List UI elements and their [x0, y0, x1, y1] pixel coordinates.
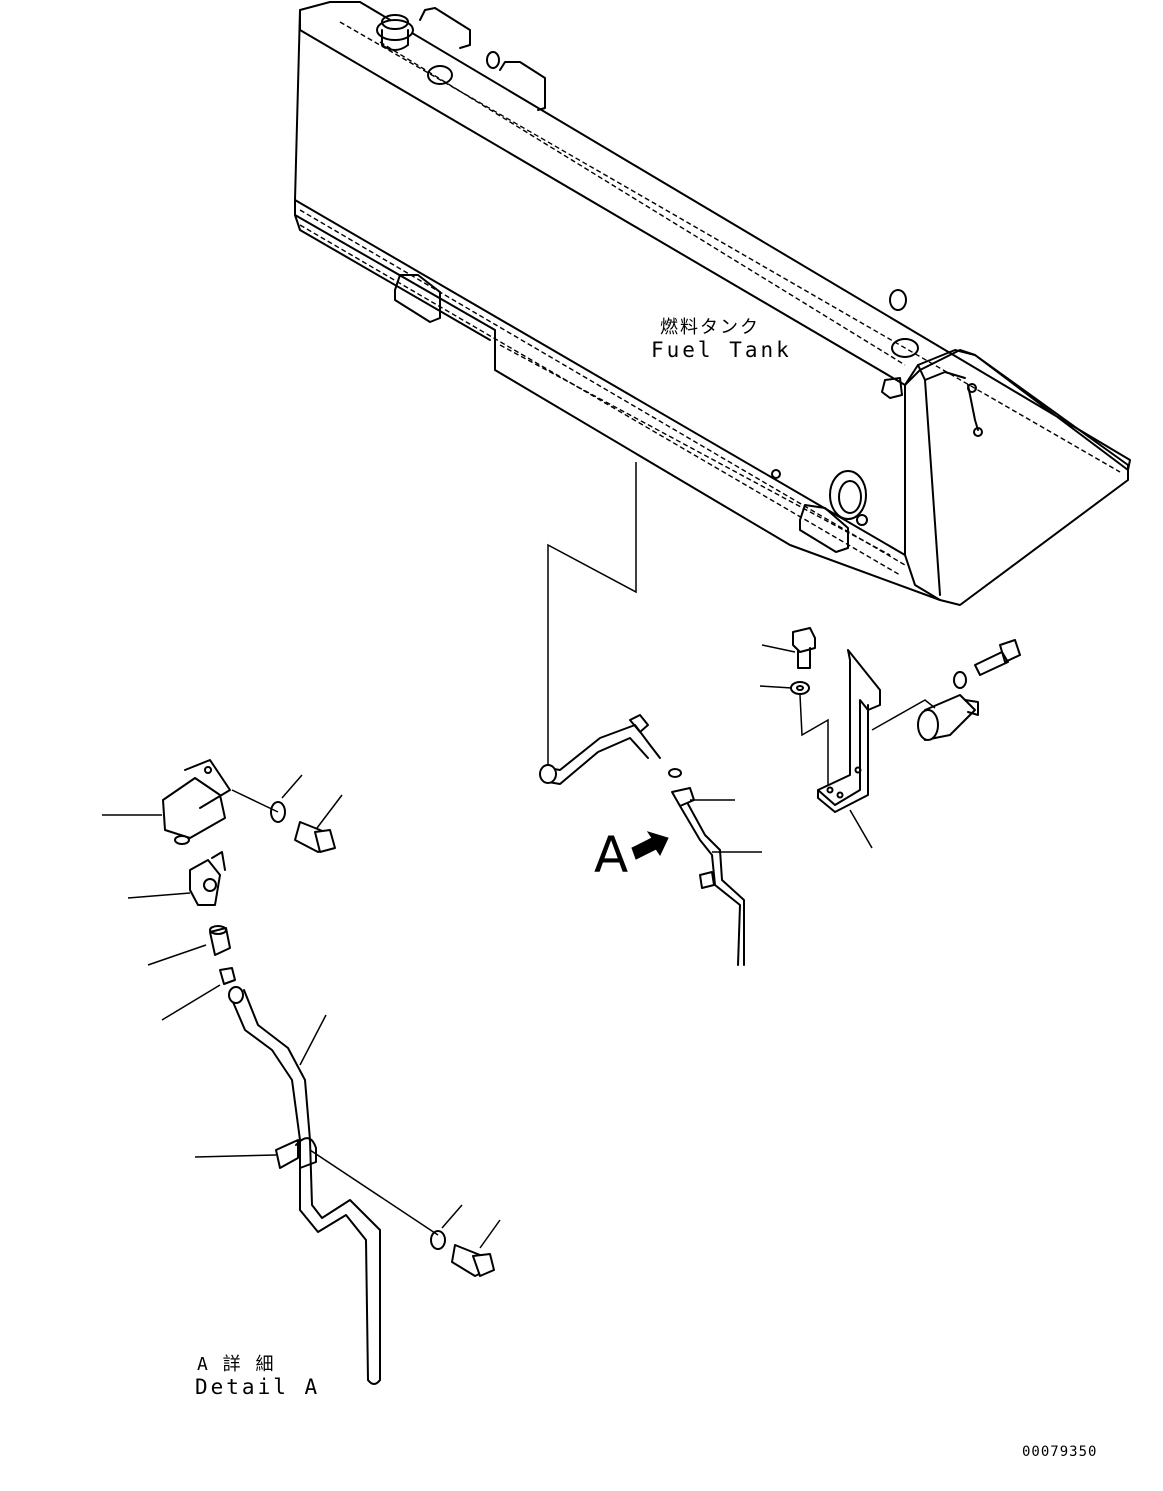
leader-tank-to-hose: [547, 462, 637, 770]
fuel-tank-label-jp: 燃料タンク: [660, 317, 760, 338]
detail-a-parts: [102, 759, 501, 1385]
fuel-tank: [294, 1, 1131, 606]
detail-label-jp: A 詳 細: [197, 1354, 276, 1375]
drain-hose-assembly: [539, 714, 745, 966]
drawing-code: 00079350: [1022, 1444, 1098, 1460]
fuel-tank-label-en: Fuel Tank: [651, 338, 792, 362]
bracket-group: [759, 627, 1021, 849]
view-arrow-icon: [631, 831, 669, 860]
view-marker-letter: A: [594, 826, 629, 884]
detail-label-en: Detail A: [195, 1375, 321, 1399]
